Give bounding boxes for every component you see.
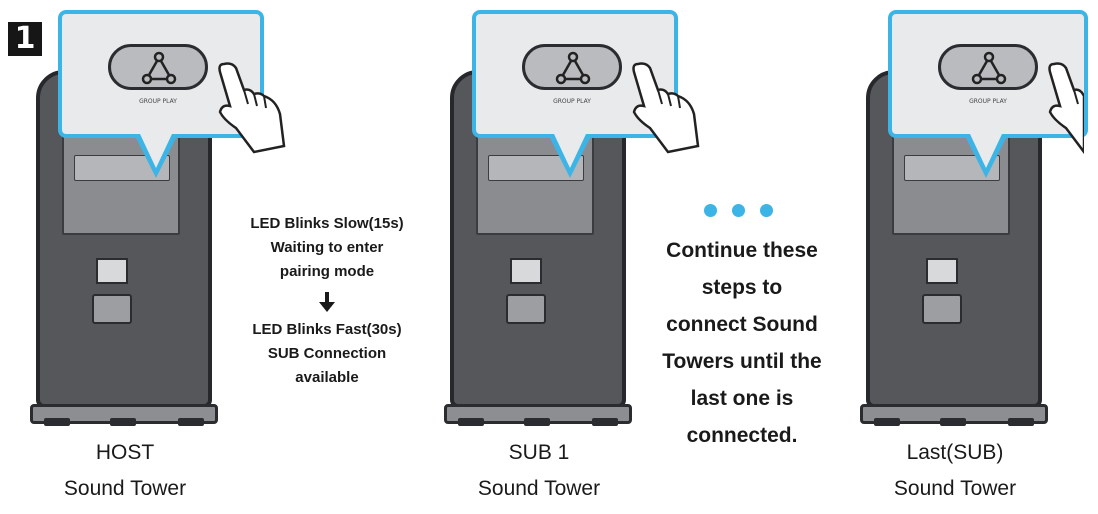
tower-foot [940, 418, 966, 426]
continue-text-line: Towers until the [662, 350, 822, 373]
callout-pointer-inner [970, 134, 1002, 168]
tower-caption-line2: Sound Tower [893, 477, 1017, 500]
rear-port [926, 258, 958, 284]
continue-text-line: connected. [686, 424, 798, 447]
power-port [922, 294, 962, 324]
continue-text-block: Continue these steps to connect Sound To… [634, 232, 850, 454]
tower-foot [524, 418, 550, 426]
tower-caption-line1: Last(SUB) [906, 441, 1004, 464]
step-number-1: 1 [8, 22, 42, 56]
ellipsis-dots-icon [704, 204, 773, 217]
tower-caption-line2: Sound Tower [477, 477, 601, 500]
group-play-button[interactable] [108, 44, 208, 90]
callout-pointer-inner [140, 134, 172, 168]
tower-foot [110, 418, 136, 426]
led-info-block: LED Blinks Slow(15s) Waiting to enter pa… [224, 212, 430, 390]
group-play-label: GROUP PLAY [139, 98, 177, 105]
tower-unit-last: GROUP PLAY Last(SUB) Sound Tower [860, 0, 1098, 514]
tower-caption-line2: Sound Tower [63, 477, 187, 500]
dot [732, 204, 745, 217]
tower-caption-line1: SUB 1 [508, 441, 570, 464]
led-info-line: Waiting to enter [270, 239, 384, 256]
continue-text-line: steps to [701, 276, 783, 299]
power-port [92, 294, 132, 324]
led-info-line: LED Blinks Fast(30s) [252, 321, 402, 338]
tower-unit-sub1: GROUP PLAY SUB 1 Sound Tower [444, 0, 700, 514]
tower-foot [458, 418, 484, 426]
group-play-label: GROUP PLAY [969, 98, 1007, 105]
group-play-button[interactable] [522, 44, 622, 90]
pointing-hand-icon [218, 62, 286, 154]
rear-port [510, 258, 542, 284]
callout-pointer-inner [554, 134, 586, 168]
pointing-hand-icon [632, 62, 700, 154]
tower-caption-line1: HOST [95, 441, 155, 464]
group-play-callout: GROUP PLAY [472, 10, 700, 154]
group-play-callout: GROUP PLAY [58, 10, 286, 154]
power-port [506, 294, 546, 324]
group-play-icon [555, 51, 591, 85]
continue-text-line: connect Sound [666, 313, 818, 336]
tower-foot [178, 418, 204, 426]
pointing-hand-icon [1048, 62, 1084, 155]
tower-foot [44, 418, 70, 426]
led-info-line: available [295, 369, 359, 386]
group-play-label: GROUP PLAY [553, 98, 591, 105]
arrow-down-icon [319, 292, 335, 312]
rear-port [96, 258, 128, 284]
led-info-line: LED Blinks Slow(15s) [250, 215, 404, 232]
continue-text-line: Continue these [666, 239, 818, 262]
continue-text-line: last one is [690, 387, 794, 410]
group-play-icon [971, 51, 1007, 85]
dot [760, 204, 773, 217]
group-play-button[interactable] [938, 44, 1038, 90]
led-info-line: pairing mode [279, 263, 375, 280]
dot [704, 204, 717, 217]
led-info-line: SUB Connection [267, 345, 387, 362]
group-play-icon [141, 51, 177, 85]
tower-foot [592, 418, 618, 426]
group-play-callout: GROUP PLAY [888, 10, 1088, 155]
tower-unit-host: GROUP PLAY HOST Sound Tower [30, 0, 286, 514]
tower-foot [1008, 418, 1034, 426]
tower-foot [874, 418, 900, 426]
